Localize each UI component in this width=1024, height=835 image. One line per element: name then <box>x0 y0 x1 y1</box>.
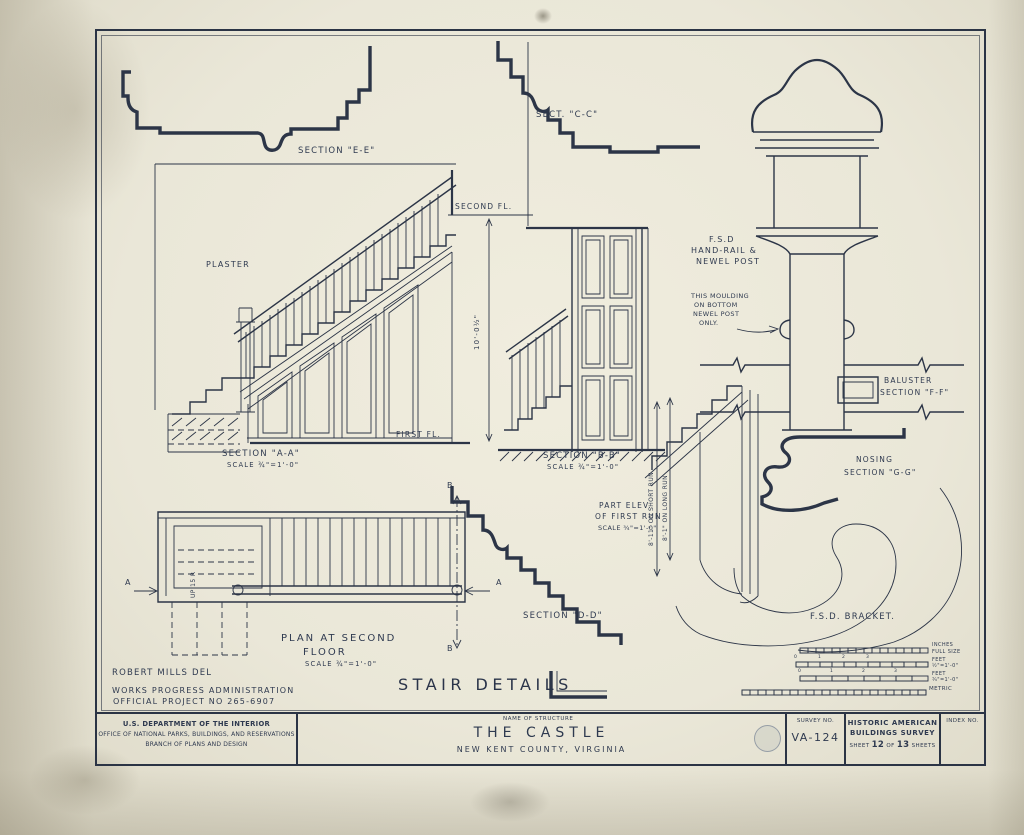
plan-label-1: PLAN AT SECOND <box>281 633 397 644</box>
section-marker-b-top: B <box>447 481 454 490</box>
bracket-drawing <box>675 487 962 653</box>
second-floor-label: SECOND FL. <box>455 202 513 211</box>
habs-line-2: BUILDINGS SURVEY <box>850 729 935 737</box>
baluster-label-2: SECTION "F-F" <box>880 388 950 397</box>
scale-tick: 3 <box>894 669 898 674</box>
section-bb-scale: SCALE ¾"=1'-0" <box>547 463 620 471</box>
section-dd-label: SECTION "D-D" <box>523 611 603 621</box>
moulding-note-3: NEWEL POST <box>693 310 740 318</box>
sheet-of-word: OF <box>886 743 895 749</box>
newel-label-1: F.S.D <box>709 235 735 244</box>
agency-line-1: U.S. DEPARTMENT OF THE INTERIOR <box>122 720 271 728</box>
section-marker-a-right: A <box>496 578 503 587</box>
agency-line-2: OFFICE OF NATIONAL PARKS, BUILDINGS, AND… <box>98 731 295 738</box>
bracket-label: F.S.D. BRACKET. <box>810 612 896 622</box>
moulding-note-2: ON BOTTOM <box>694 301 738 309</box>
title-block: U.S. DEPARTMENT OF THE INTERIOR OFFICE O… <box>97 712 984 764</box>
habs-line-1: HISTORIC AMERICAN <box>847 719 938 727</box>
scale-feet-34-label-1: FEET <box>932 671 946 677</box>
scale-feet-half-label-1: FEET <box>932 657 946 663</box>
nosing-label-1: NOSING <box>856 455 894 464</box>
scale-inches-label-1: INCHES <box>932 642 954 648</box>
part-elev-label-1: PART ELEV. <box>599 501 653 510</box>
first-floor-label: FIRST FL. <box>396 430 442 439</box>
section-dd-drawing <box>450 486 623 699</box>
survey-number-label: SURVEY NO. <box>796 718 835 724</box>
newel-label-2: HAND-RAIL & <box>691 246 758 255</box>
wpa-credit-2: OFFICIAL PROJECT NO 265-6907 <box>113 697 276 706</box>
index-number-block: INDEX NO. <box>941 714 984 764</box>
structure-name: THE CASTLE <box>473 725 610 741</box>
moulding-note-1: THIS MOULDING <box>691 292 750 300</box>
structure-location: NEW KENT COUNTY, VIRGINIA <box>456 745 627 754</box>
section-ee-drawing <box>121 46 372 152</box>
scale-inches-label-2: FULL SIZE <box>932 649 961 655</box>
sheet-title: STAIR DETAILS <box>398 675 573 694</box>
sheet-border-outer <box>95 29 986 766</box>
section-cc-label: SECT. "C-C" <box>536 110 599 120</box>
survey-number: VA-124 <box>791 731 840 744</box>
wpa-credit-1: WORKS PROGRESS ADMINISTRATION <box>112 686 295 695</box>
plaster-label: PLASTER <box>206 260 250 269</box>
scale-feet-34-label-2: ¾"=1'-0" <box>932 677 959 683</box>
name-of-structure-label: NAME OF STRUCTURE <box>503 716 574 722</box>
scale-tick: 2 <box>862 669 866 674</box>
sheet-border-inner <box>101 35 980 711</box>
scale-metric-label: METRIC <box>929 686 953 692</box>
up-risers-note: UP 15 R <box>190 571 197 598</box>
agency-line-3: BRANCH OF PLANS AND DESIGN <box>145 741 248 748</box>
index-number-label: INDEX NO. <box>946 718 979 724</box>
sheet-word: SHEET <box>849 743 870 749</box>
scale-tick: 1 <box>830 669 834 674</box>
sheet-total-value: 13 <box>896 740 910 750</box>
baluster-label-1: BALUSTER <box>884 376 933 385</box>
part-elev-scale: SCALE ¾"=1'-0" <box>598 524 657 532</box>
sheet-number: SHEET 12 OF 13 SHEETS <box>846 740 939 750</box>
newel-post-drawing <box>700 58 964 431</box>
moulding-note-4: ONLY. <box>699 319 719 327</box>
structure-name-block: NAME OF STRUCTURE THE CASTLE NEW KENT CO… <box>298 714 787 764</box>
scale-tick: 0 <box>794 655 798 660</box>
short-run-dimension: 8'-11" ON SHORT RUN <box>648 471 655 546</box>
newel-label-3: NEWEL POST <box>696 257 761 266</box>
approval-stamp <box>754 725 781 752</box>
section-cc-drawing <box>496 41 700 226</box>
section-bb-label: SECTION "B-B" <box>543 451 621 461</box>
section-ee-label: SECTION "E-E" <box>298 146 376 156</box>
scale-bars <box>741 647 929 696</box>
scale-tick: 0 <box>798 669 802 674</box>
long-run-dimension: 8'-1" ON LONG RUN <box>662 475 669 541</box>
scale-feet-half-label-2: ½"=1'-0" <box>932 663 959 669</box>
scale-tick: 2 <box>842 655 846 660</box>
nosing-label-2: SECTION "G-G" <box>844 468 917 477</box>
agency-block: U.S. DEPARTMENT OF THE INTERIOR OFFICE O… <box>97 714 298 764</box>
sheet-number-value: 12 <box>871 740 885 750</box>
section-bb-drawing <box>498 226 666 462</box>
section-aa-drawing <box>154 163 533 453</box>
part-elev-label-2: OF FIRST RUN <box>595 512 662 521</box>
sheets-word: SHEETS <box>911 743 936 749</box>
scale-tick: 3 <box>866 655 870 660</box>
plan-label-2: FLOOR <box>303 647 347 658</box>
plan-scale: SCALE ¾"=1'-0" <box>305 660 378 668</box>
section-marker-b-bottom: B <box>447 644 454 653</box>
section-aa-label: SECTION "A-A" <box>222 449 300 459</box>
section-aa-scale: SCALE ¾"=1'-0" <box>227 461 300 469</box>
section-marker-a-left: A <box>125 578 132 587</box>
habs-block: HISTORIC AMERICAN BUILDINGS SURVEY SHEET… <box>846 714 941 764</box>
scale-tick: 1 <box>818 655 822 660</box>
survey-number-block: SURVEY NO. VA-124 <box>787 714 846 764</box>
part-elevation-drawing <box>644 385 759 604</box>
plan-drawing <box>134 494 490 656</box>
nosing-section-drawing <box>760 428 906 513</box>
floor-height-dimension: 10'-0½" <box>473 313 481 350</box>
delineator-credit: ROBERT MILLS DEL <box>112 668 213 678</box>
baluster-section-drawing <box>837 376 879 404</box>
